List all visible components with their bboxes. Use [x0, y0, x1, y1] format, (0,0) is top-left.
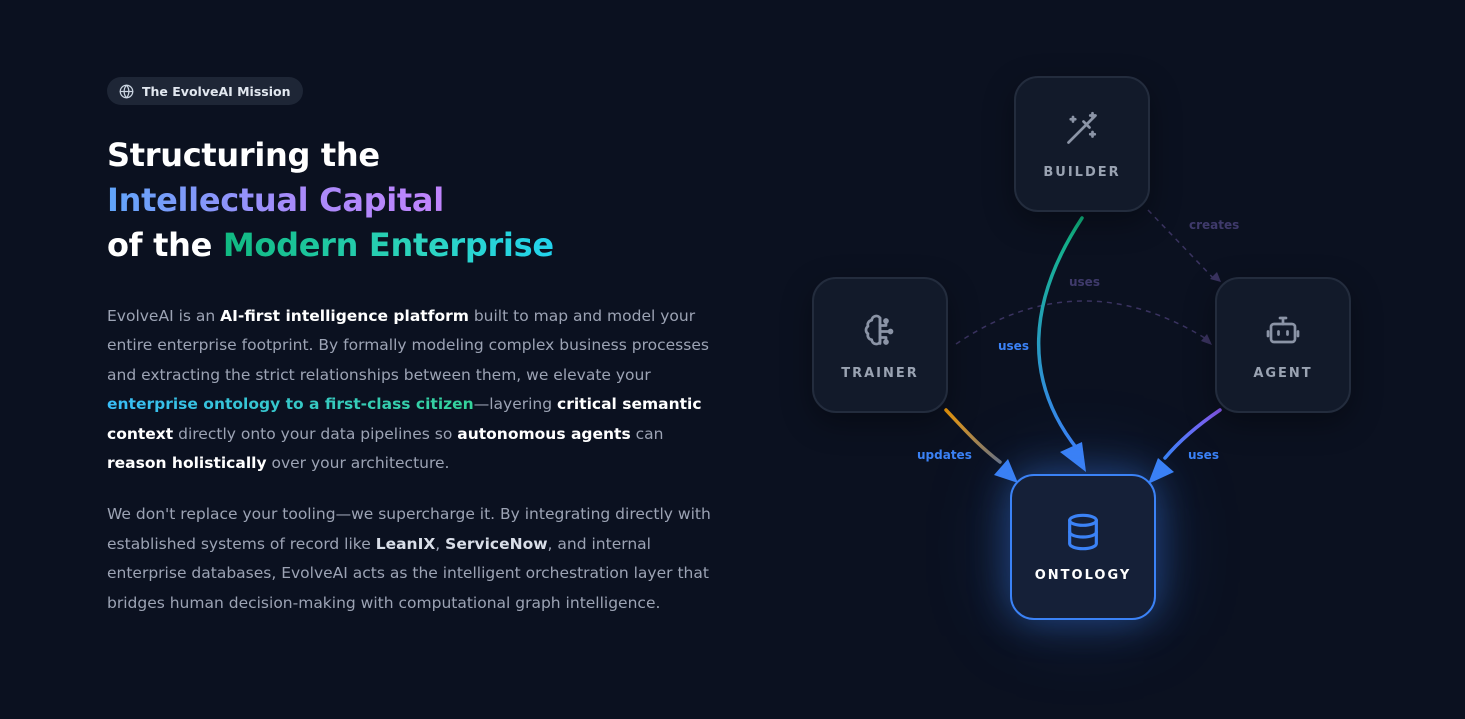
integration-emphasis: ServiceNow: [445, 534, 548, 553]
headline-line-2: Intellectual Capital: [107, 181, 444, 219]
edge-trainer-agent: [955, 300, 1209, 345]
edge-agent-ontology: [1163, 408, 1222, 460]
edge-trainer-ontology: [944, 408, 1002, 464]
edge-label-agent-ontology: uses: [1188, 448, 1219, 462]
globe-icon: [119, 84, 134, 99]
intro-emphasis: AI-first intelligence platform: [220, 307, 469, 325]
ontology-diagram: creates uses uses updates uses BUILDER: [760, 0, 1465, 719]
node-trainer-label: TRAINER: [841, 365, 919, 381]
edge-label-updates: updates: [917, 448, 972, 462]
page-title: Structuring the Intellectual Capital of …: [107, 133, 747, 268]
diagram-edges: [944, 209, 1222, 484]
intro-text: can: [630, 424, 664, 443]
node-builder-label: BUILDER: [1043, 164, 1121, 180]
intro-text: —layering: [473, 395, 558, 414]
intro-text: EvolveAI is an: [107, 307, 221, 325]
intro-emphasis: autonomous agents: [457, 424, 631, 443]
arrowhead-trainer-agent: [1201, 334, 1212, 345]
intro-text: over your architecture.: [266, 454, 450, 473]
mission-badge: The EvolveAI Mission: [107, 77, 303, 105]
headline-line-3-prefix: of the: [107, 226, 223, 264]
magic-wand-icon: [1062, 109, 1102, 149]
intro-text: directly onto your data pipelines so: [173, 424, 458, 443]
integration-text: , and internal enterprise databases, Evo…: [107, 534, 709, 612]
intro-highlight: enterprise ontology to a first-class cit…: [107, 395, 474, 414]
bot-icon: [1263, 310, 1303, 350]
arrowhead-trainer-ontology: [994, 459, 1018, 483]
edge-builder-ontology: [1036, 216, 1084, 452]
edge-label-creates: creates: [1189, 218, 1240, 232]
headline-line-3-highlight: Modern Enterprise: [222, 226, 554, 264]
intro-emphasis: reason holistically: [107, 454, 267, 473]
node-agent[interactable]: AGENT: [1215, 277, 1351, 413]
brain-icon: [860, 310, 900, 350]
edge-builder-agent: [1147, 209, 1216, 281]
integration-text: ,: [435, 534, 446, 553]
intro-paragraph: EvolveAI is an AI-first intelligence pla…: [107, 302, 722, 478]
edge-label-trainer-agent: uses: [1069, 275, 1100, 289]
arrowhead-builder-agent: [1210, 272, 1221, 282]
arrowhead-agent-ontology: [1148, 458, 1174, 484]
mission-text-column: The EvolveAI Mission Structuring the Int…: [107, 77, 747, 618]
intro-emphasis: critical semantic context: [107, 395, 702, 443]
mission-badge-label: The EvolveAI Mission: [142, 83, 291, 99]
node-agent-label: AGENT: [1253, 365, 1313, 381]
integration-emphasis: LeanIX: [375, 534, 436, 553]
node-ontology[interactable]: ONTOLOGY: [1010, 474, 1156, 620]
node-ontology-label: ONTOLOGY: [1034, 567, 1132, 583]
node-builder[interactable]: BUILDER: [1014, 76, 1150, 212]
database-icon: [1063, 512, 1103, 552]
headline-line-1: Structuring the: [107, 136, 380, 174]
edge-label-builder-ontology: uses: [998, 339, 1029, 353]
integration-text: We don't replace your tooling—we superch…: [107, 505, 711, 553]
node-trainer[interactable]: TRAINER: [812, 277, 948, 413]
integration-paragraph: We don't replace your tooling—we superch…: [107, 500, 722, 618]
intro-text: built to map and model your entire enter…: [107, 307, 709, 384]
arrowhead-builder-ontology: [1060, 442, 1086, 472]
